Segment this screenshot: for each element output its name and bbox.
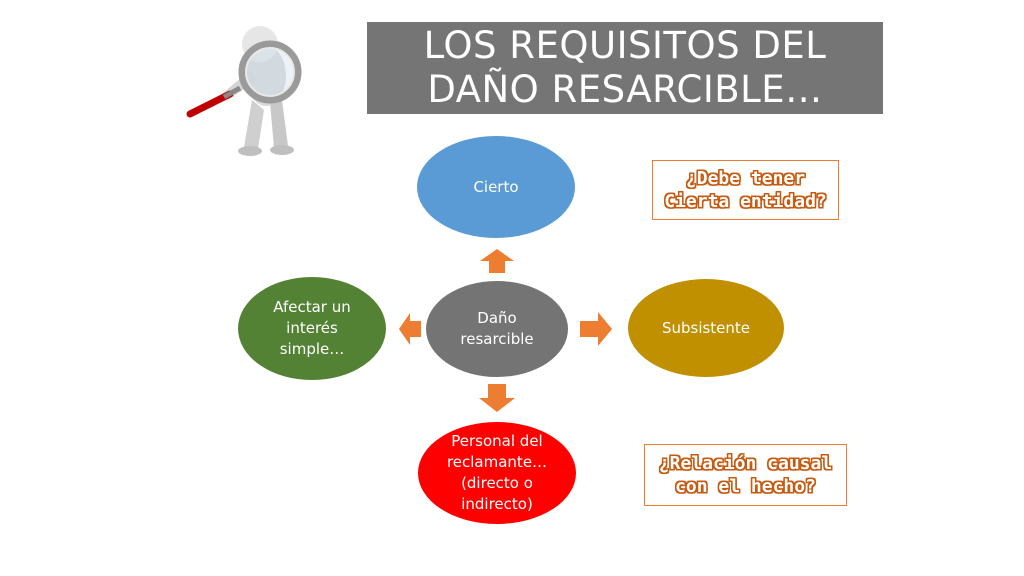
arrow-down-icon (479, 384, 515, 412)
question-entidad-line-1: ¿Debe tener (685, 168, 806, 189)
node-subsistente: Subsistente (628, 279, 784, 377)
node-left-line-1: Afectar un (273, 298, 351, 316)
arrow-up-icon (480, 249, 514, 273)
node-personal-reclamante: Personal del reclamante… (directo o indi… (418, 422, 576, 524)
title-line-2: DAÑO RESARCIBLE… (427, 68, 823, 111)
question-relacion-causal: ¿Relación causal con el hecho? (644, 444, 847, 506)
page-title: LOS REQUISITOS DEL DAÑO RESARCIBLE… (367, 22, 883, 114)
node-subsistente-label: Subsistente (661, 318, 751, 337)
question-causal-line-1: ¿Relación causal (658, 453, 833, 474)
question-causal-line-2: con el hecho? (675, 476, 816, 497)
question-entidad: ¿Debe tener Cierta entidad? (652, 160, 839, 220)
person-with-magnifying-glass-icon (186, 26, 302, 156)
node-cierto-label: Cierto (473, 177, 519, 196)
node-left-line-3: simple… (279, 340, 345, 358)
node-afectar-interes: Afectar un interés simple… (238, 277, 386, 380)
node-center-line-2: resarcible (460, 330, 534, 348)
title-line-1: LOS REQUISITOS DEL (423, 24, 827, 67)
arrow-left-icon (399, 313, 421, 345)
node-bottom-line-1: Personal del (451, 432, 543, 450)
node-cierto: Cierto (417, 136, 575, 238)
node-bottom-line-3: (directo o (461, 474, 533, 492)
node-bottom-line-2: reclamante… (446, 453, 548, 471)
node-center-line-1: Daño (477, 309, 517, 327)
arrow-right-icon (580, 312, 612, 346)
node-bottom-line-4: indirecto) (461, 495, 533, 513)
node-left-line-2: interés (286, 319, 338, 337)
question-entidad-line-2: Cierta entidad? (664, 191, 827, 212)
node-dano-resarcible: Daño resarcible (426, 281, 568, 377)
